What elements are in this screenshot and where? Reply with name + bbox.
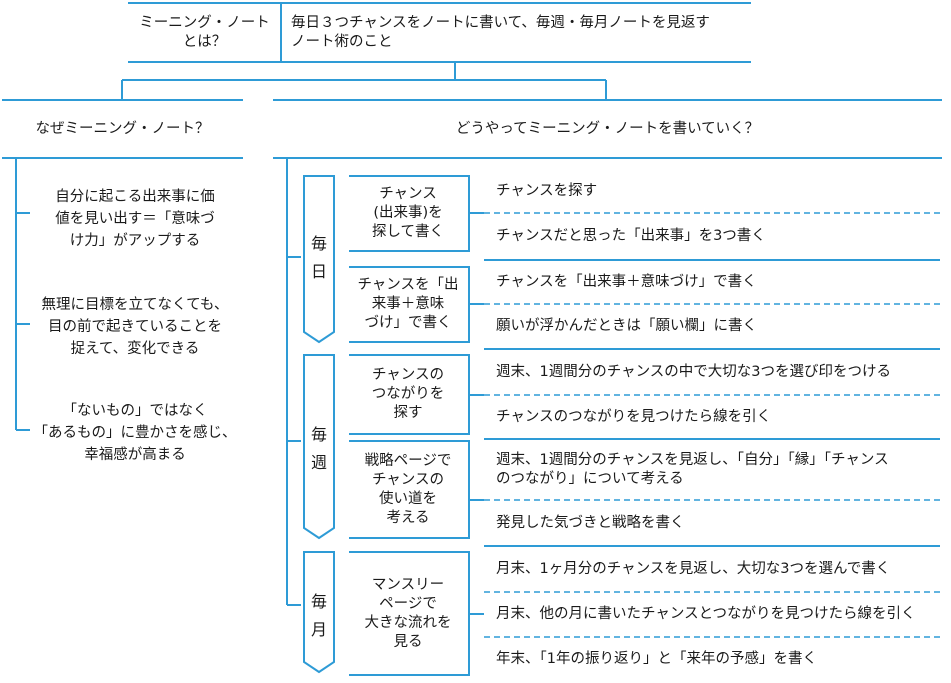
why-title: なぜミーニング・ノート？: [35, 120, 210, 137]
group-weekly-1: チャンスの つながりを 探す: [371, 367, 445, 421]
group-monthly-1: マンスリー ページで 大きな流れを 見る: [364, 576, 452, 650]
action-item: 発見した気づきと戦略を書く: [496, 514, 685, 531]
header-label: ミーニング・ノート とは？: [139, 14, 270, 50]
why-item-1: 自分に起こる出来事に価 値を見い出す＝「意味づ け力」がアップする: [55, 189, 215, 249]
group-daily-1: チャンス (出来事)を 探して書く: [371, 186, 445, 240]
how-title: どうやってミーニング・ノートを書いていく？: [455, 120, 760, 137]
action-item: チャンスのつながりを見つけたら線を引く: [496, 408, 772, 425]
action-item: チャンスだと思った「出来事」を3つ書く: [496, 228, 766, 244]
action-item: 月末、1ヶ月分のチャンスを見返し、大切な3つを選んで書く: [496, 560, 891, 577]
action-item: チャンスを「出来事＋意味づけ」で書く: [496, 273, 757, 290]
action-item: チャンスを探す: [496, 183, 598, 199]
why-item-2: 無理に目標を立てなくても、 目の前で起きていることを 捉えて、変化できる: [41, 297, 229, 357]
action-item: 週末、1週間分のチャンスの中で大切な3つを選び印をつける: [496, 363, 892, 380]
period-monthly-label: 毎 月: [310, 592, 327, 639]
why-item-3: 「ないもの」ではなく 「あるもの」に豊かさを感じ、 幸福感が高まる: [33, 403, 237, 463]
period-daily-label: 毎 日: [310, 234, 327, 281]
group-daily-2: チャンスを「出 来事＋意味 づけ」で書く: [357, 277, 459, 331]
action-item: 月末、他の月に書いたチャンスとつながりを見つけたら線を引く: [496, 606, 916, 622]
action-item: 週末、1週間分のチャンスを見返し、「自分」「縁」「チャンス のつながり」について…: [496, 451, 889, 487]
action-item: 年末、「1年の振り返り」と「来年の予感」を書く: [496, 650, 817, 667]
period-weekly-label: 毎 週: [310, 425, 327, 472]
action-item: 願いが浮かんだときは「願い欄」に書く: [496, 318, 757, 334]
group-weekly-2: 戦略ページで チャンスの 使い道を 考える: [364, 452, 452, 526]
header-definition: 毎日３つチャンスをノートに書いて、毎週・毎月ノートを見返す ノート術のこと: [291, 14, 710, 50]
